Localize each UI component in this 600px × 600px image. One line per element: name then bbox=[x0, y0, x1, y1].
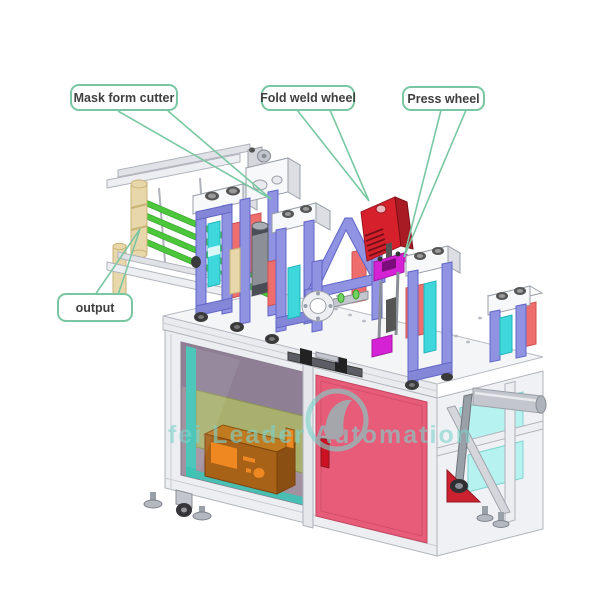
tail-mask-form-cutter bbox=[117, 110, 272, 200]
callout-mask-form-cutter-label: Mask form cutter bbox=[73, 90, 175, 105]
callout-press-wheel-label: Press wheel bbox=[407, 91, 480, 106]
callout-fold-weld-wheel-label: Fold weld wheel bbox=[260, 91, 356, 105]
side-cylinder-bar bbox=[472, 387, 547, 414]
watermark-swoosh-icon bbox=[325, 399, 352, 440]
callout-fold-weld-wheel: Fold weld wheel bbox=[260, 85, 356, 111]
cabinet-glass-window bbox=[180, 341, 304, 506]
interior-generator-box bbox=[203, 424, 297, 495]
cabinet-pink-door bbox=[315, 374, 428, 544]
callout-mask-form-cutter: Mask form cutter bbox=[70, 84, 178, 111]
press-unit bbox=[371, 242, 416, 358]
callout-output: output bbox=[57, 293, 133, 322]
station-press-wheel bbox=[404, 245, 462, 390]
tail-fold-weld-wheel bbox=[296, 109, 370, 202]
callout-output-label: output bbox=[75, 300, 115, 315]
bearing-flange bbox=[301, 290, 335, 322]
tail-press-wheel bbox=[403, 109, 467, 258]
callout-press-wheel: Press wheel bbox=[402, 86, 485, 111]
callout-tails bbox=[94, 109, 467, 296]
tail-output bbox=[94, 228, 141, 296]
leveling-feet bbox=[143, 489, 510, 528]
watermark-text: fei Leader Automation bbox=[168, 421, 473, 449]
vent-slots bbox=[364, 228, 388, 257]
station-right-rear bbox=[486, 285, 544, 363]
cutter-roller bbox=[251, 221, 269, 297]
linear-rail bbox=[287, 348, 363, 378]
station-roller-3 bbox=[265, 202, 332, 344]
watermark-logo-icon bbox=[305, 388, 369, 452]
watermark: fei Leader Automation bbox=[168, 388, 473, 452]
